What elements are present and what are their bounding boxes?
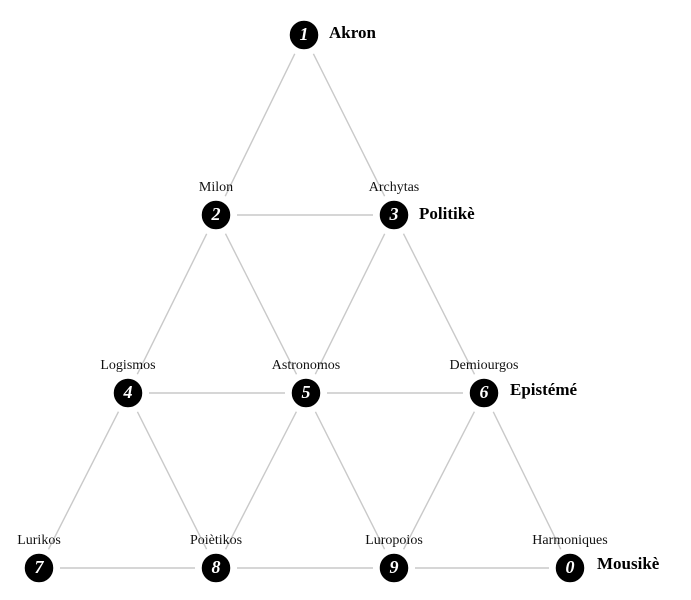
node-number-7: 7 xyxy=(35,557,45,577)
node-5: 5 xyxy=(290,377,322,409)
node-3: 3 xyxy=(378,199,410,231)
node-4: 4 xyxy=(112,377,144,409)
node-9: 9 xyxy=(378,552,410,584)
node-number-0: 0 xyxy=(566,557,575,577)
edge-2-5 xyxy=(224,233,298,375)
edge-5-9 xyxy=(314,411,386,550)
node-number-2: 2 xyxy=(211,204,221,224)
node-1: 1 xyxy=(288,19,320,51)
node-7: 7 xyxy=(23,552,55,584)
edge-3-5 xyxy=(314,233,386,375)
node-label-5: Astronomos xyxy=(272,358,340,373)
node-2: 2 xyxy=(200,199,232,231)
node-number-3: 3 xyxy=(389,204,399,224)
node-number-9: 9 xyxy=(390,557,399,577)
node-number-4: 4 xyxy=(123,382,133,402)
edges-layer xyxy=(47,53,562,569)
node-circle-2 xyxy=(200,199,232,231)
edge-4-8 xyxy=(136,411,208,550)
node-label-0: Harmoniques xyxy=(532,533,607,548)
node-0: 0 xyxy=(554,552,586,584)
node-label-7: Lurikos xyxy=(17,533,61,548)
edge-3-6 xyxy=(402,233,476,375)
edge-4-7 xyxy=(47,411,120,550)
node-number-5: 5 xyxy=(302,382,311,402)
node-label-3: Archytas xyxy=(369,180,420,195)
node-circle-4 xyxy=(112,377,144,409)
node-label-9: Luropoios xyxy=(365,533,423,548)
row-label-3: Mousikè xyxy=(597,554,660,573)
edge-6-0 xyxy=(492,411,562,550)
nodes-layer: 1 2 3 4 5 6 7 8 9 0 xyxy=(23,19,586,584)
node-number-6: 6 xyxy=(480,382,489,402)
node-number-8: 8 xyxy=(212,557,221,577)
node-circle-3 xyxy=(378,199,410,231)
node-number-1: 1 xyxy=(300,24,309,44)
row-label-0: Akron xyxy=(329,23,376,42)
edge-1-2 xyxy=(224,53,296,197)
node-6: 6 xyxy=(468,377,500,409)
node-circle-6 xyxy=(468,377,500,409)
node-label-2: Milon xyxy=(199,180,233,195)
node-label-8: Poiètikos xyxy=(190,533,242,548)
edge-6-9 xyxy=(402,411,476,550)
node-circle-8 xyxy=(200,552,232,584)
node-circle-1 xyxy=(288,19,320,51)
edge-5-8 xyxy=(224,411,298,550)
node-circle-0 xyxy=(554,552,586,584)
row-label-1: Politikè xyxy=(419,204,475,223)
edge-1-3 xyxy=(312,53,386,197)
node-circle-9 xyxy=(378,552,410,584)
node-8: 8 xyxy=(200,552,232,584)
node-circle-7 xyxy=(23,552,55,584)
edge-2-4 xyxy=(136,233,208,375)
node-circle-5 xyxy=(290,377,322,409)
node-label-4: Logismos xyxy=(100,358,155,373)
node-label-6: Demiourgos xyxy=(450,358,519,373)
row-label-2: Epistémé xyxy=(510,380,578,399)
